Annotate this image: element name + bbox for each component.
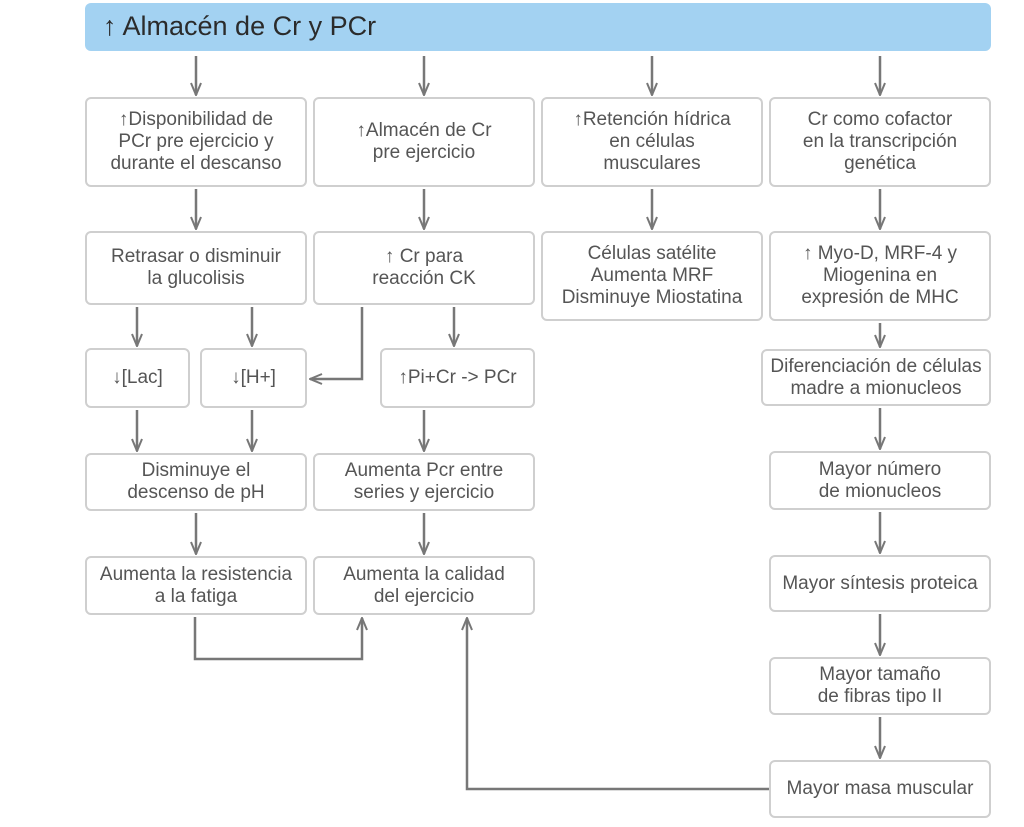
box-masa-muscular: Mayor masa muscular xyxy=(769,760,991,818)
box-retrasar-glucolisis: Retrasar o disminuir la glucolisis xyxy=(85,231,307,305)
box-sintesis-proteica: Mayor síntesis proteica xyxy=(769,555,991,612)
box-text: Disminuye el descenso de pH xyxy=(127,460,265,503)
box-myod-mrf4: ↑ Myo-D, MRF-4 y Miogenina en expresión … xyxy=(769,231,991,321)
box-text: Cr como cofactor en la transcripción gen… xyxy=(802,109,958,174)
diagram-header: ↑ Almacén de Cr y PCr xyxy=(85,3,991,51)
box-text: ↑Pi+Cr -> PCr xyxy=(398,367,517,389)
box-lac: ↓[Lac] xyxy=(85,348,190,408)
box-text: ↑ Cr para reacción CK xyxy=(372,246,476,289)
header-title: ↑ Almacén de Cr y PCr xyxy=(103,11,377,41)
box-h-plus: ↓[H+] xyxy=(200,348,307,408)
box-resistencia-fatiga: Aumenta la resistencia a la fatiga xyxy=(85,556,307,615)
box-text: ↑ Myo-D, MRF-4 y Miogenina en expresión … xyxy=(801,243,959,308)
box-text: Diferenciación de células madre a mionuc… xyxy=(770,355,982,399)
box-diferenciacion: Diferenciación de células madre a mionuc… xyxy=(761,349,991,406)
box-text: Mayor número de mionucleos xyxy=(818,458,942,502)
arrow-resistencia-to-calidad xyxy=(193,617,362,661)
arrow-masa-to-calidad xyxy=(467,618,770,791)
box-almacen-cr: ↑Almacén de Cr pre ejercicio xyxy=(313,97,535,187)
box-celulas-satelite: Células satélite Aumenta MRF Disminuye M… xyxy=(541,231,763,321)
box-text: Aumenta la calidad del ejercicio xyxy=(343,563,505,607)
box-text: Células satélite Aumenta MRF Disminuye M… xyxy=(561,243,743,308)
box-text: Mayor tamaño de fibras tipo II xyxy=(817,664,943,707)
box-text: ↑Almacén de Cr pre ejercicio xyxy=(356,120,492,163)
box-pi-cr-pcr: ↑Pi+Cr -> PCr xyxy=(380,348,535,408)
box-text: ↑Retención hídrica en células musculares xyxy=(573,109,731,174)
box-cr-cofactor: Cr como cofactor en la transcripción gen… xyxy=(769,97,991,187)
box-text: ↑Disponibilidad de PCr pre ejercicio y d… xyxy=(110,109,282,174)
box-mayor-numero: Mayor número de mionucleos xyxy=(769,451,991,510)
box-retencion-hidrica: ↑Retención hídrica en células musculares xyxy=(541,97,763,187)
box-tamano-fibras: Mayor tamaño de fibras tipo II xyxy=(769,657,991,715)
box-aumenta-pcr: Aumenta Pcr entre series y ejercicio xyxy=(313,453,535,511)
box-text: Retrasar o disminuir la glucolisis xyxy=(111,246,281,289)
box-calidad-ejercicio: Aumenta la calidad del ejercicio xyxy=(313,556,535,615)
box-text: Aumenta Pcr entre series y ejercicio xyxy=(344,460,504,503)
box-disminuye-ph: Disminuye el descenso de pH xyxy=(85,453,307,511)
box-text: Mayor síntesis proteica xyxy=(782,572,978,594)
box-disponibilidad-pcr: ↑Disponibilidad de PCr pre ejercicio y d… xyxy=(85,97,307,187)
box-text: Aumenta la resistencia a la fatiga xyxy=(99,563,293,607)
box-text: ↓[H+] xyxy=(231,367,276,389)
box-cr-reaccion-ck: ↑ Cr para reacción CK xyxy=(313,231,535,305)
box-text: ↓[Lac] xyxy=(112,367,163,389)
box-text: Mayor masa muscular xyxy=(786,778,974,800)
arrow-ck-to-h xyxy=(310,307,364,379)
